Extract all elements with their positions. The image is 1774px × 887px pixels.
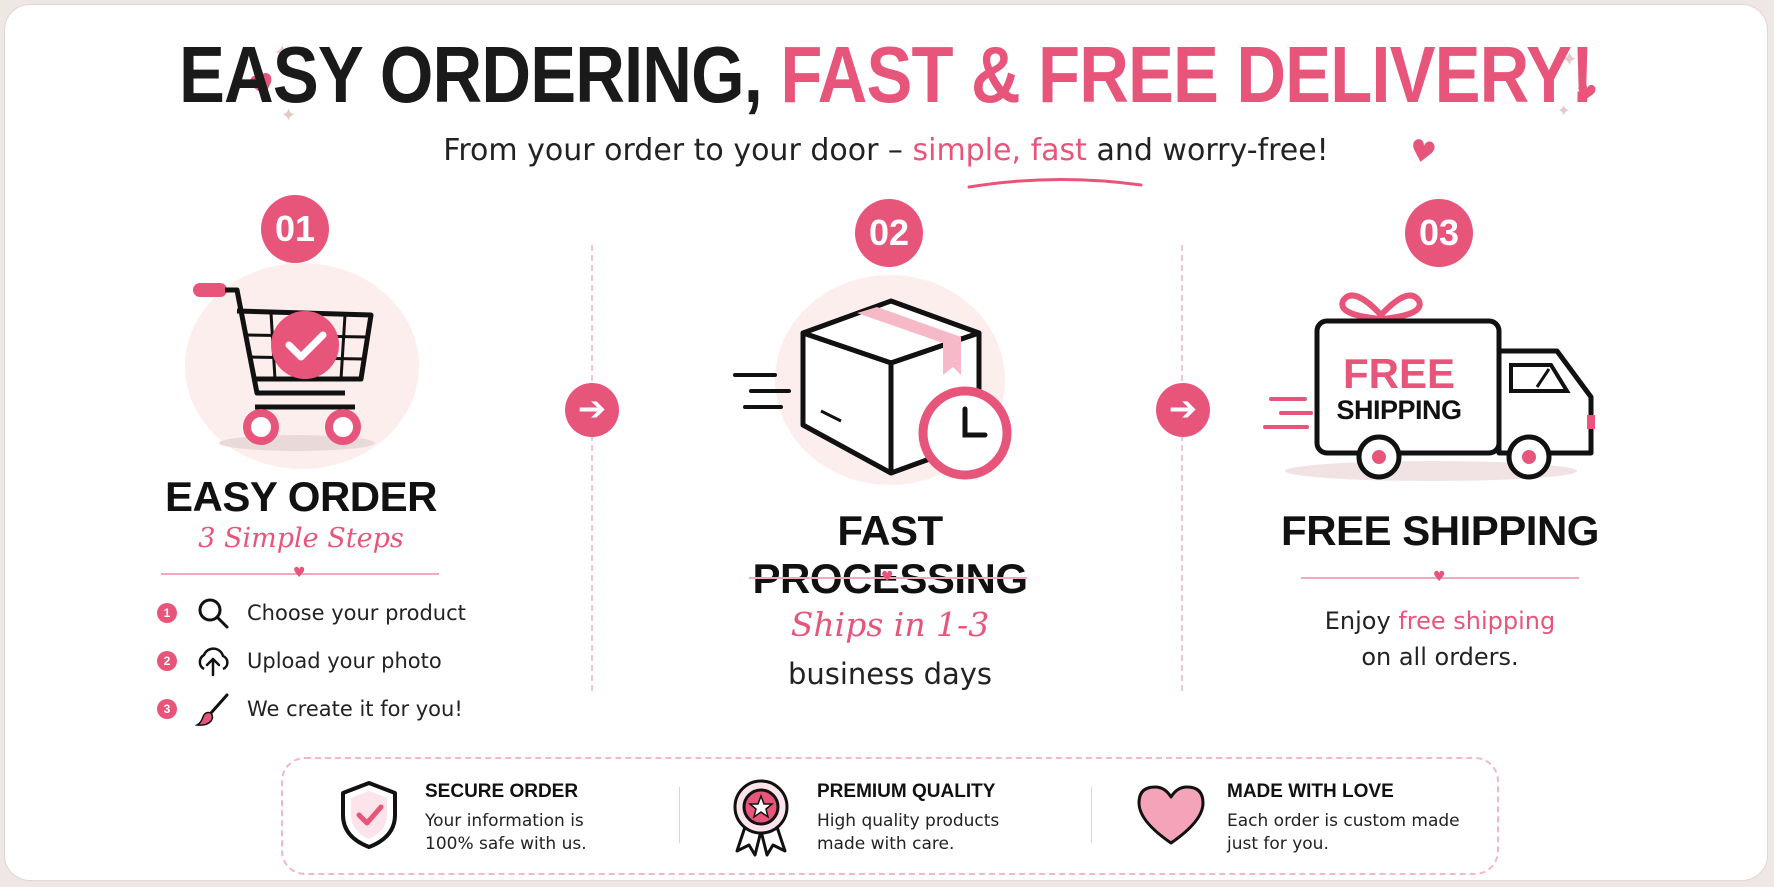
subtitle-pre: From your order to your door – (443, 133, 913, 168)
upload-cloud-icon (198, 647, 229, 677)
feature-premium-quality: PREMIUM QUALITY High quality products ma… (729, 759, 1059, 873)
list-item: 3 We create it for you! (157, 691, 487, 727)
step-number-02: 02 (855, 199, 923, 267)
truck-label-free: FREE (1342, 350, 1455, 397)
features-bar: SECURE ORDER Your information is 100% sa… (281, 757, 1499, 875)
subtitle-post: and worry-free! (1086, 133, 1329, 168)
list-item-label: Upload your photo (247, 649, 442, 673)
arrow-right-icon: ➔ (1156, 383, 1210, 437)
step-heading: FAST PROCESSING (752, 507, 1028, 602)
column-divider (591, 245, 593, 691)
feature-title: SECURE ORDER (425, 781, 579, 802)
list-item-label: Choose your product (247, 601, 466, 625)
title-pink: FAST & FREE DELIVERY! (780, 30, 1594, 119)
heart-icon (1137, 785, 1205, 845)
paintbrush-icon (195, 693, 229, 726)
feature-separator (1091, 787, 1092, 843)
sparkle-icon: ✦ (1561, 47, 1578, 71)
list-item: 2 Upload your photo (157, 643, 487, 679)
feature-desc: 100% safe with us. (425, 834, 587, 854)
underline-swoosh (967, 177, 1143, 189)
heart-icon: ♥ (293, 565, 306, 581)
step-heading: FREE SHIPPING (1281, 507, 1599, 554)
feature-desc: made with care. (817, 834, 955, 854)
list-item-label: We create it for you! (247, 697, 463, 721)
column-divider (1181, 245, 1183, 691)
step-body: Enjoy free shipping (1255, 607, 1625, 635)
step-bullet: 2 (157, 651, 177, 671)
page-title: EASY ORDERING, FAST & FREE DELIVERY! (128, 27, 1643, 123)
heart-icon: ♥ (881, 569, 894, 585)
infographic-card: ♥ ✦ ✦ ♥ ✦ ✦ ♥ EASY ORDERING, FAST & FREE… (4, 4, 1768, 881)
sparkle-icon: ✦ (273, 41, 292, 66)
divider-line (1301, 577, 1579, 579)
feature-desc: Each order is custom made (1227, 811, 1460, 831)
feature-desc: High quality products (817, 811, 1000, 831)
step-script: Ships in 1-3 (790, 605, 990, 644)
step-script: 3 Simple Steps (198, 523, 404, 554)
award-ribbon-icon (733, 779, 789, 857)
divider-line (161, 573, 439, 575)
step-body: business days (787, 657, 993, 691)
feature-secure-order: SECURE ORDER Your information is 100% sa… (337, 759, 637, 873)
feature-title: PREMIUM QUALITY (817, 781, 996, 802)
shopping-cart-check-icon (193, 283, 375, 451)
list-item: 1 Choose your product (157, 595, 487, 631)
step-body-line2: on all orders. (1361, 643, 1519, 671)
step-body-pre: Enjoy (1324, 607, 1399, 635)
feature-desc: just for you. (1227, 834, 1329, 854)
delivery-truck-icon (1263, 292, 1595, 481)
box-clock-icon (733, 298, 1012, 480)
shield-check-icon (341, 781, 397, 849)
arrow-right-icon: ➔ (565, 383, 619, 437)
step-number-03: 03 (1405, 199, 1473, 267)
step-heading: EASY ORDER (165, 473, 437, 520)
subtitle-pink: simple, fast (912, 133, 1087, 168)
feature-separator (679, 787, 680, 843)
sparkle-icon: ✦ (281, 105, 297, 126)
step-bullet: 3 (157, 699, 177, 719)
divider-line (749, 577, 1027, 579)
feature-made-with-love: MADE WITH LOVE Each order is custom made… (1135, 759, 1475, 873)
search-icon (198, 598, 229, 629)
step-bullet: 1 (157, 603, 177, 623)
feature-title: MADE WITH LOVE (1227, 781, 1394, 802)
step-number-01: 01 (261, 195, 329, 263)
feature-desc: Your information is (425, 811, 584, 831)
title-black: EASY ORDERING, (178, 30, 763, 119)
heart-icon: ♥ (1433, 569, 1446, 585)
truck-label-shipping: SHIPPING (1336, 395, 1462, 425)
sparkle-icon: ✦ (1557, 101, 1571, 120)
step-body-pink: free shipping (1398, 607, 1556, 635)
page-subtitle: From your order to your door – simple, f… (5, 133, 1767, 168)
